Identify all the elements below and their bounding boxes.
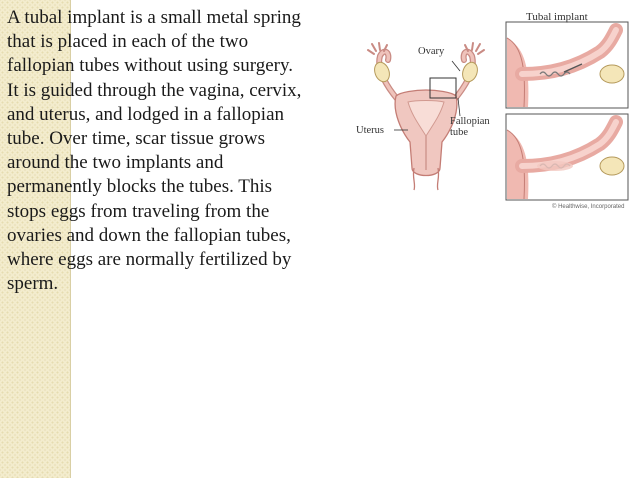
label-fallopian-line1: Fallopian: [450, 116, 490, 127]
implant-detail-panel-bottom: [505, 113, 629, 201]
label-uterus: Uterus: [356, 125, 384, 136]
slide-body-text: A tubal implant is a small metal spring …: [7, 7, 302, 295]
implant-detail-panel-top: [505, 21, 629, 109]
label-fallopian-line2: tube: [450, 127, 469, 138]
tubal-implant-illustration: Tubal implant Ovary Uterus Fallopian tub…: [350, 8, 632, 218]
decorative-side-strip: [0, 0, 70, 478]
image-credit: © Healthwise, Incorporated: [552, 204, 625, 210]
uterus-drawing: [367, 42, 485, 191]
anatomy-diagram: [367, 21, 629, 201]
figure-title: Tubal implant: [526, 11, 588, 23]
strip-divider: [70, 0, 71, 478]
label-ovary: Ovary: [418, 46, 445, 57]
